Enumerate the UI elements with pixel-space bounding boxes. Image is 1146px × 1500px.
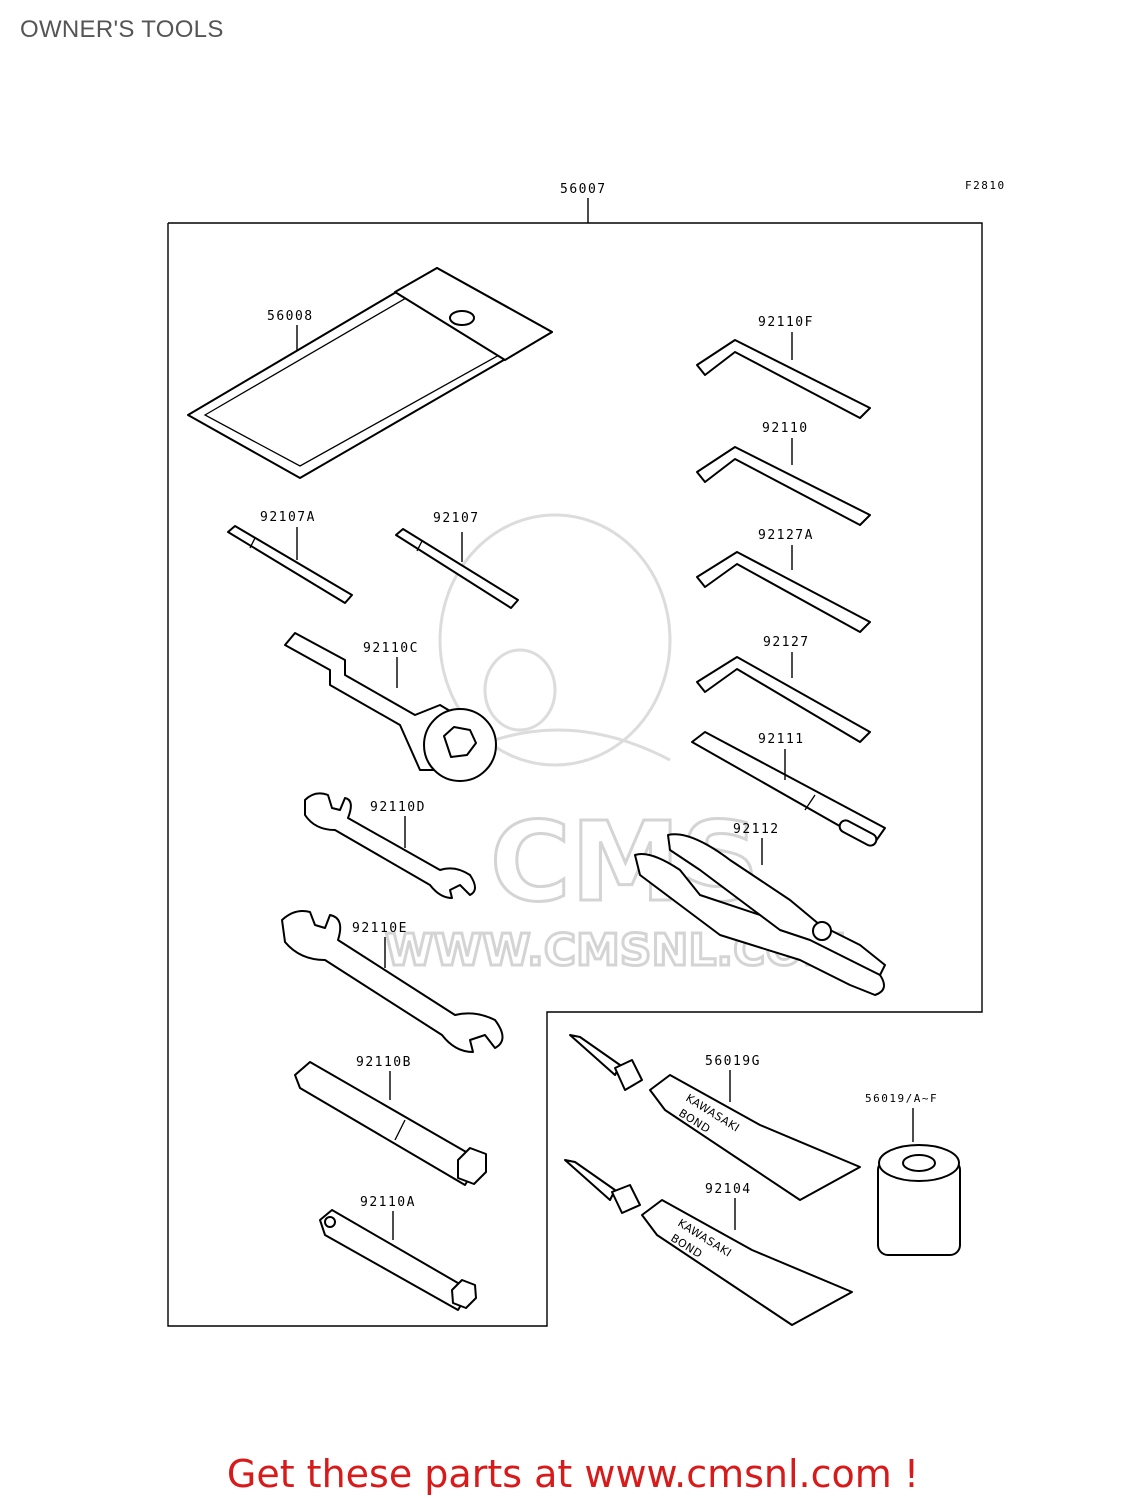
- label-92127: 92127: [763, 635, 810, 650]
- label-92110f: 92110F: [758, 315, 814, 330]
- label-92111: 92111: [758, 732, 805, 747]
- footer-cta[interactable]: Get these parts at www.cmsnl.com !: [226, 1452, 920, 1496]
- page-title: OWNER'S TOOLS: [20, 16, 224, 43]
- parts-diagram: CMS WWW.CMSNL.COM 56007 F2810 56008 9210…: [167, 179, 1006, 1327]
- box-wrench-a: [319, 1209, 477, 1311]
- label-92110e: 92110E: [352, 921, 408, 936]
- label-92110: 92110: [762, 421, 809, 436]
- open-wrench-e: [281, 910, 504, 1053]
- label-92112: 92112: [733, 822, 780, 837]
- open-wrench-d: [304, 792, 476, 899]
- bond-tube-g: [569, 1034, 861, 1201]
- label-92110b: 92110B: [356, 1055, 412, 1070]
- label-92107: 92107: [433, 511, 480, 526]
- handle-bar: [691, 731, 886, 847]
- hex-key: [696, 446, 871, 526]
- hex-key-127: [696, 656, 871, 743]
- bond-tube-104: [564, 1159, 853, 1326]
- label-56019af: 56019/A~F: [865, 1092, 938, 1105]
- pliers: [634, 833, 886, 996]
- box-wrench-b: [294, 1061, 487, 1186]
- label-92110a: 92110A: [360, 1195, 416, 1210]
- hex-key-f: [696, 339, 871, 419]
- bond-can: [877, 1144, 961, 1256]
- hex-key-127a: [696, 551, 871, 633]
- label-56007: 56007: [560, 182, 607, 197]
- label-56008: 56008: [267, 309, 314, 324]
- label-92110d: 92110D: [370, 800, 426, 815]
- kit-boundary: [167, 222, 983, 1327]
- ring-wrench: [284, 632, 497, 782]
- screwdriver: [395, 528, 519, 609]
- figure-code: F2810: [965, 179, 1006, 192]
- label-92104: 92104: [705, 1182, 752, 1197]
- screwdriver-a: [227, 525, 353, 604]
- tool-pouch: [187, 267, 553, 479]
- label-92107a: 92107A: [260, 510, 316, 525]
- label-92110c: 92110C: [363, 641, 419, 656]
- label-56019g: 56019G: [705, 1054, 761, 1069]
- label-92127a: 92127A: [758, 528, 814, 543]
